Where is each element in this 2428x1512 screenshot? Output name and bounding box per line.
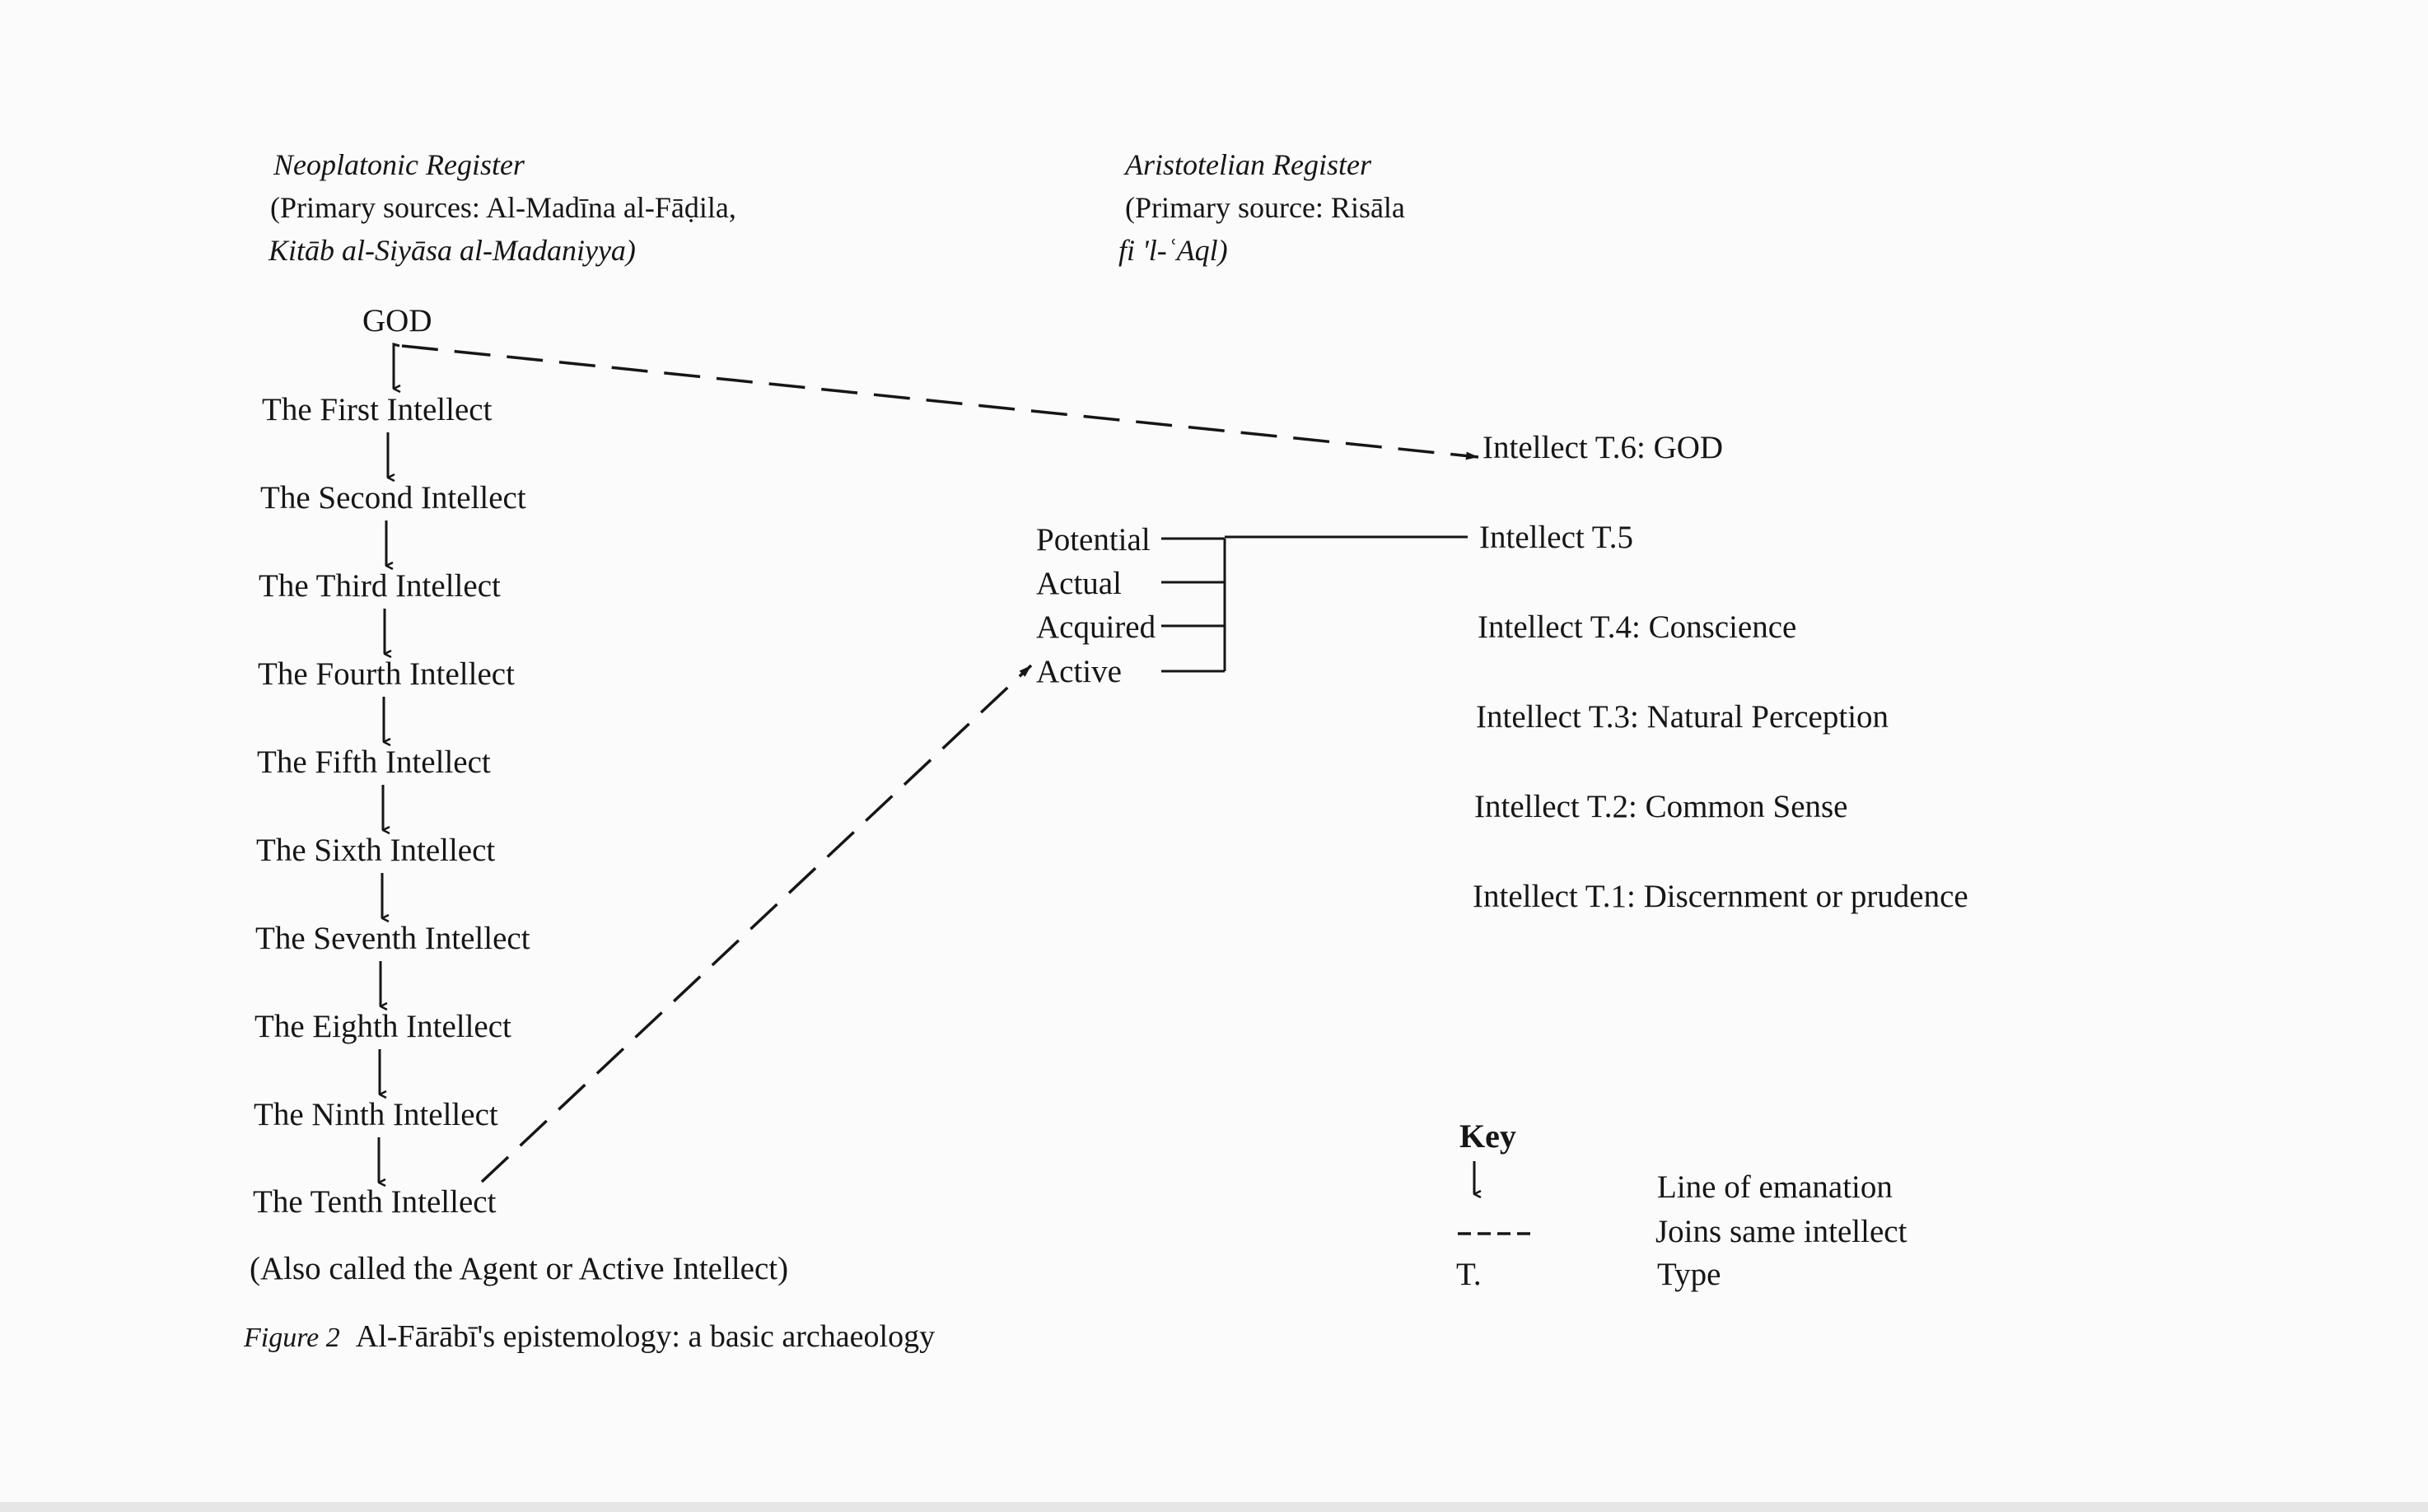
type-item-t6: Intellect T.6: GOD [1482,430,1724,465]
intellect-item-6: The Sixth Intellect [256,833,496,868]
aristotelian-sources-line2: fi 'l-ʿAql) [1118,234,1228,267]
key-title: Key [1459,1118,1516,1155]
type-item-t2: Intellect T.2: Common Sense [1474,789,1848,824]
god-label: GOD [362,303,432,338]
aristotelian-sources-line1: (Primary source: Risāla [1125,191,1405,224]
neoplatonic-sources-line2: Kitāb al-Siyāsa al-Madaniyya) [268,234,636,267]
dashed-link-tenth-to-active [480,664,1033,1183]
key-symbol-type: T. [1456,1257,1482,1292]
god-emanation-arrow [392,343,399,389]
key-label-emanation: Line of emanation [1657,1169,1893,1205]
dashed-link-god-to-t6 [401,344,1479,460]
figure-caption: Figure 2 Al-Fārābī's epistemology: a bas… [244,1321,935,1352]
neoplatonic-register-title: Neoplatonic Register [273,148,525,181]
intellect-item-8: The Eighth Intellect [254,1009,511,1044]
figure-number: Figure 2 [244,1323,340,1353]
type-item-t5: Intellect T.5 [1479,520,1633,555]
intellect-item-3: The Third Intellect [259,568,501,604]
figure-caption-text: Al-Fārābī's epistemology: a basic archae… [355,1319,936,1354]
neoplatonic-sources-line1: (Primary sources: Al-Madīna al-Fāḍila, [270,191,736,224]
type-item-t3: Intellect T.3: Natural Perception [1476,699,1889,735]
emanation-arrows [377,432,388,1183]
key-label-type: Type [1657,1257,1721,1292]
intellect-item-9: The Ninth Intellect [254,1097,498,1132]
intellect-bracket [1161,537,1226,673]
middle-item-actual: Actual [1036,566,1122,601]
tenth-intellect-note: (Also called the Agent or Active Intelle… [250,1251,789,1286]
page-bottom-edge [0,1502,2428,1512]
key-label-dashed: Joins same intellect [1655,1214,1907,1249]
middle-item-active: Active [1036,654,1122,689]
type-item-t4: Intellect T.4: Conscience [1478,609,1797,645]
intellect-item-10: The Tenth Intellect [253,1184,497,1220]
intellect-item-5: The Fifth Intellect [257,744,491,780]
middle-item-acquired: Acquired [1036,609,1156,645]
aristotelian-register-title: Aristotelian Register [1125,148,1371,181]
intellect-item-4: The Fourth Intellect [258,656,515,692]
intellect-item-1: The First Intellect [262,392,493,427]
middle-item-potential: Potential [1036,522,1151,558]
intellect-item-2: The Second Intellect [260,480,526,516]
key-symbols [1458,1161,1532,1235]
type-item-t1: Intellect T.1: Discernment or prudence [1473,879,1968,914]
intellect-item-7: The Seventh Intellect [255,921,530,956]
